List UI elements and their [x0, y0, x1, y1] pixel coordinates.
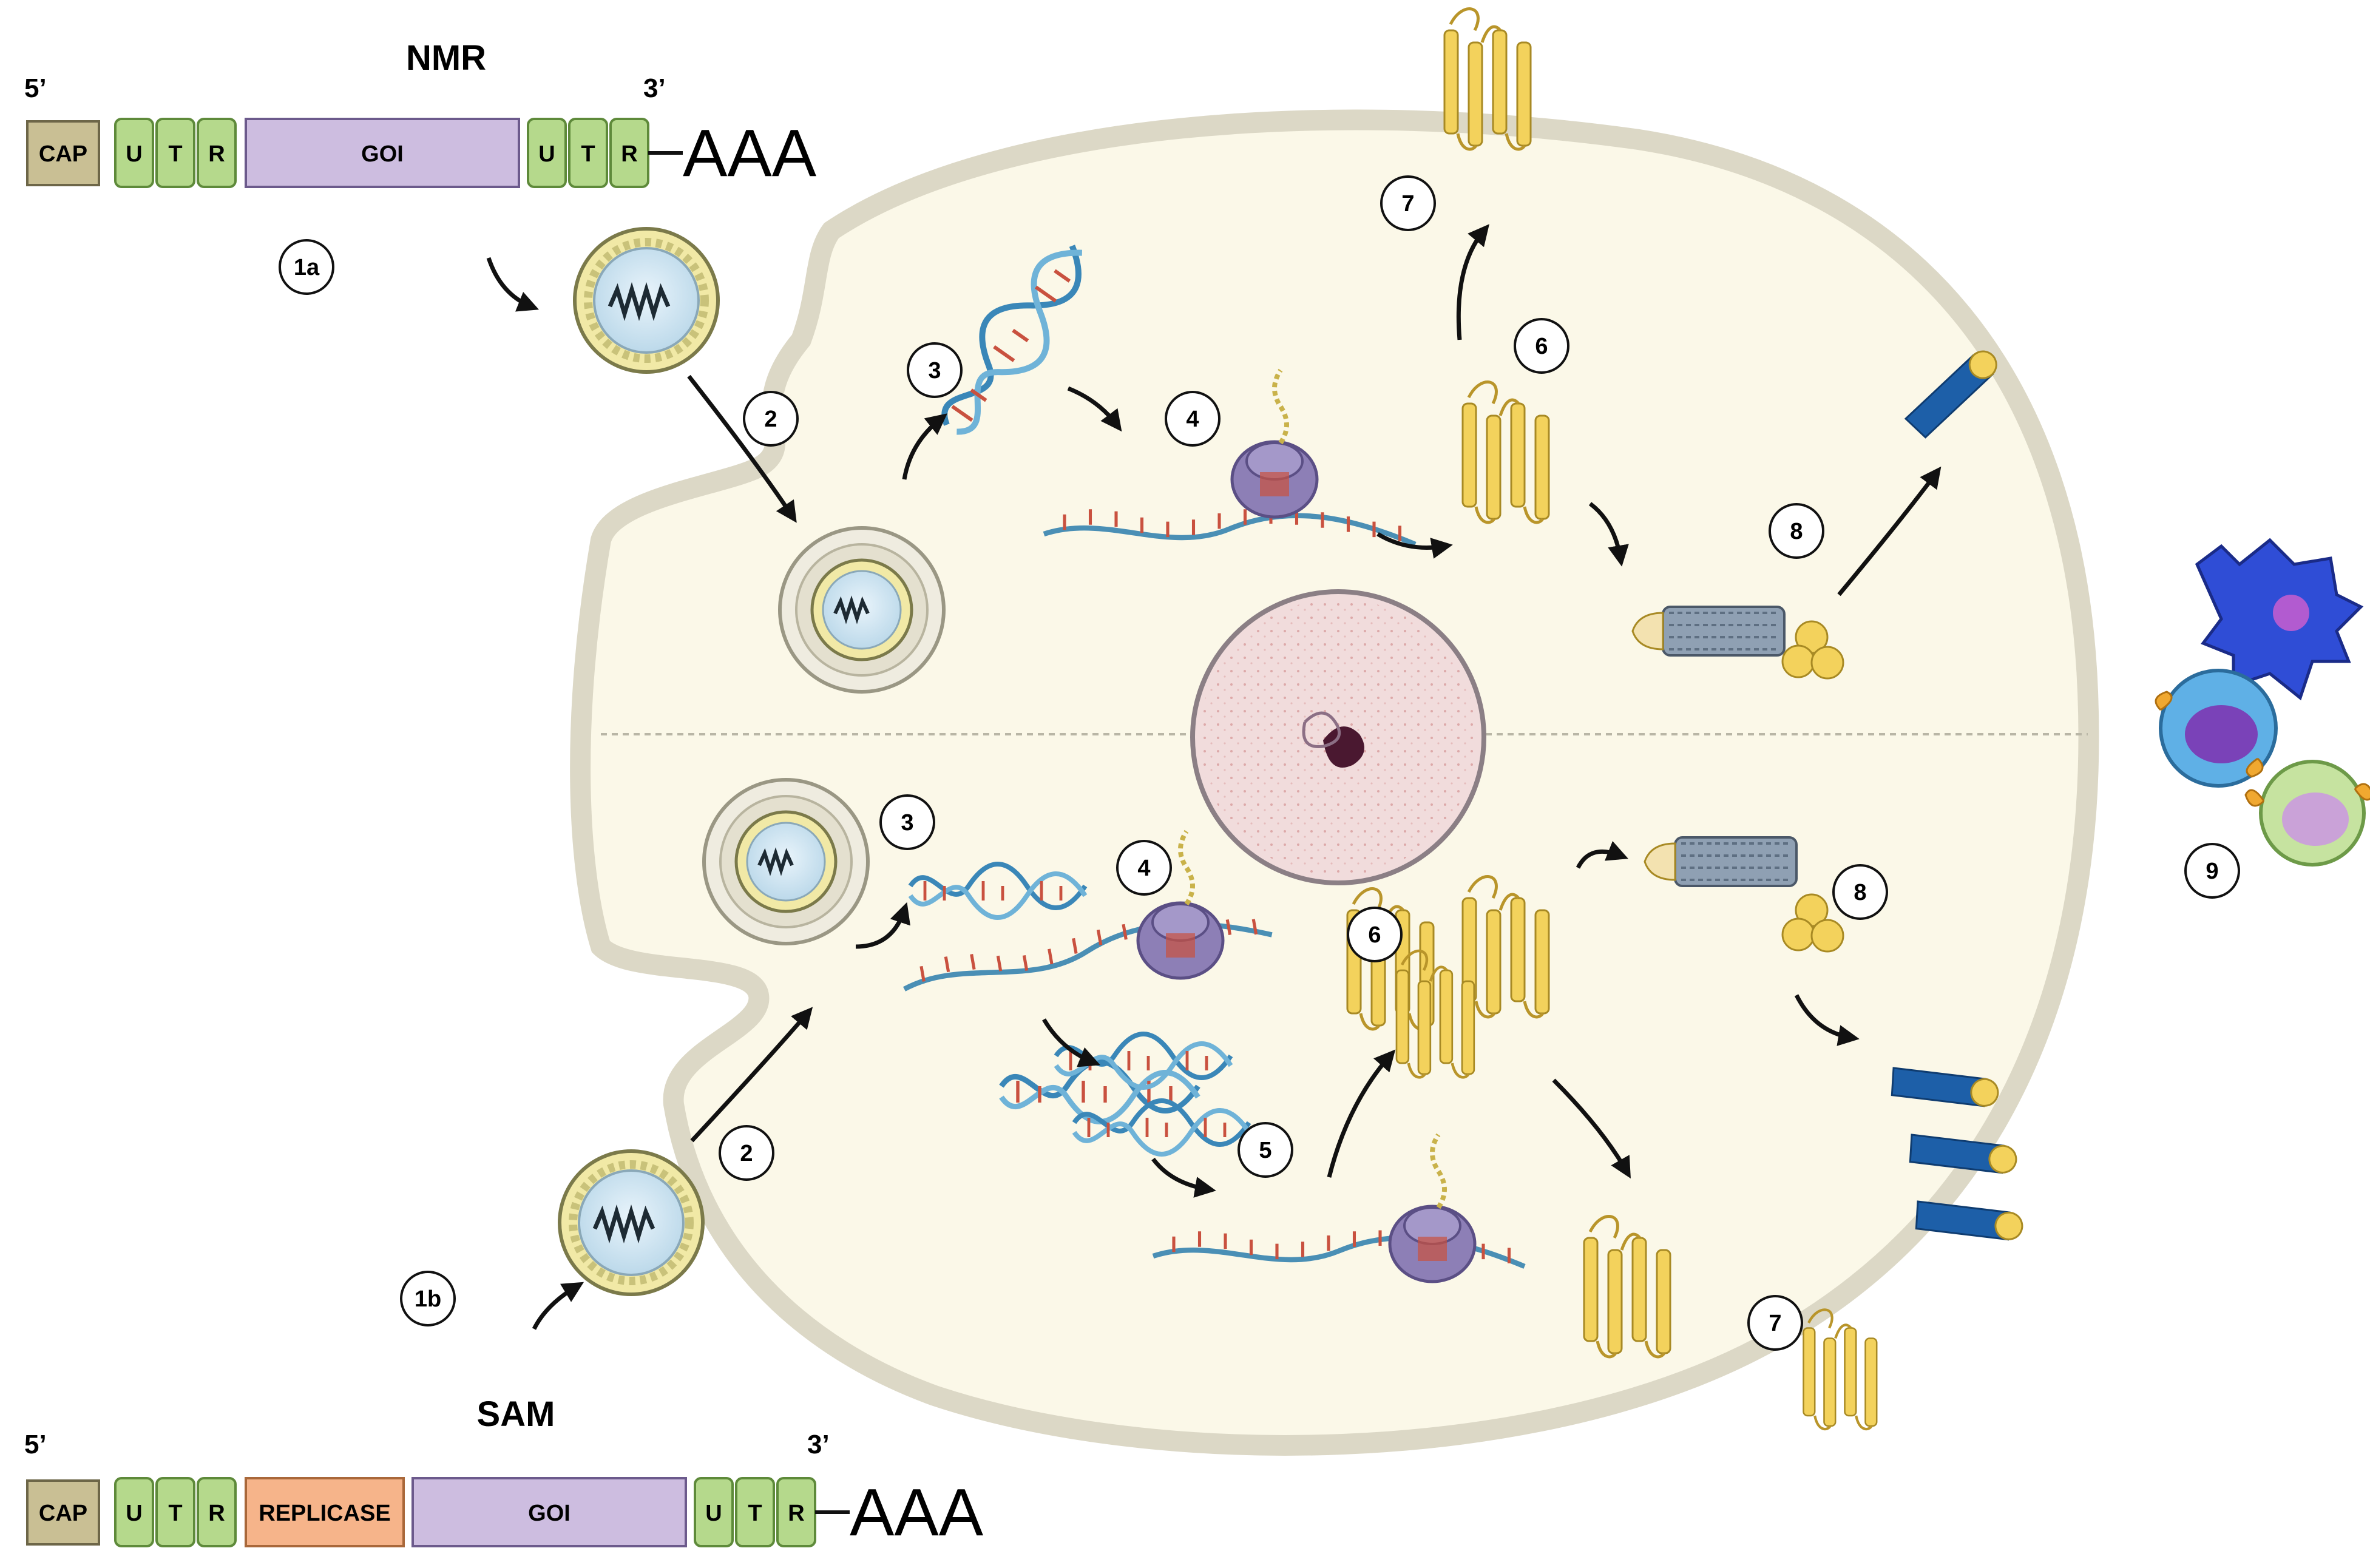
sam-utr5-u-label: U — [126, 1501, 142, 1526]
lipid-nanoparticle-top — [575, 229, 718, 372]
step-4-top: 4 — [1186, 407, 1199, 432]
arrow-2-bottom — [690, 1007, 813, 1143]
step-8-bottom: 8 — [1854, 880, 1866, 905]
arrow-replication-to-translation — [1151, 1157, 1216, 1198]
sam-replicase-label: REPLICASE — [259, 1501, 390, 1526]
nmr-utr3-u-label: U — [538, 141, 555, 167]
sam-five-prime: 5’ — [24, 1430, 47, 1459]
endosome-top — [780, 528, 944, 692]
step-3-top: 3 — [928, 358, 941, 384]
nmr-utr5-t-label: T — [168, 141, 182, 167]
arrow-8-bottom — [1794, 994, 1860, 1046]
arrow-3-top — [902, 413, 947, 480]
lipid-nanoparticle-bottom — [560, 1151, 703, 1294]
sam-utr5-r-label: R — [208, 1501, 225, 1526]
sam-utr5-r — [197, 1477, 237, 1547]
nmr-goi-segment — [245, 118, 520, 188]
arrows — [486, 224, 1942, 1330]
step-4-bottom: 4 — [1137, 856, 1150, 881]
nmr-utr3-t — [568, 118, 608, 188]
nmr-utr5-t — [155, 118, 195, 188]
arrow-1a — [486, 257, 539, 312]
endosome-bottom — [704, 780, 868, 944]
arrow-2-top — [687, 374, 797, 523]
sam-utr5-t-label: T — [168, 1501, 182, 1526]
nmr-cap-label: CAP — [39, 141, 87, 167]
nmr-three-prime: 3’ — [643, 73, 666, 103]
sam-utr3-t-label: T — [748, 1501, 762, 1526]
nmr-utr5-u — [114, 118, 154, 188]
sam-title: SAM — [477, 1394, 555, 1434]
sam-construct: SAM 5’ 3’ CAP U T R REPLICASE GOI U T R … — [24, 1394, 984, 1550]
arrow-1b — [532, 1282, 584, 1330]
nmr-utr3-u — [527, 118, 567, 188]
sam-polya: AAA — [850, 1475, 984, 1550]
nmr-polya: AAA — [683, 116, 817, 191]
step-2-bottom: 2 — [740, 1141, 753, 1166]
nmr-utr5-r-label: R — [208, 141, 225, 167]
sam-utr3-u — [694, 1477, 734, 1547]
proteasome-top — [1631, 606, 1786, 657]
arrow-to-replication — [1041, 1018, 1100, 1067]
sam-goi-segment — [411, 1477, 687, 1547]
arrow-6-to-7-bottom — [1552, 1078, 1631, 1179]
nmr-five-prime: 5’ — [24, 73, 47, 103]
step-7-bottom: 7 — [1769, 1311, 1781, 1336]
step-8-top: 8 — [1790, 519, 1803, 544]
sam-cap-segment — [26, 1479, 100, 1546]
nmr-utr3-r-label: R — [621, 141, 637, 167]
nmr-goi-label: GOI — [361, 141, 404, 167]
arrow-3-bottom — [855, 902, 910, 949]
nmr-cap-segment — [26, 120, 100, 186]
nmr-construct: NMR 5’ 3’ CAP U T R GOI U T R AAA — [24, 38, 817, 191]
step-1a: 1a — [294, 255, 320, 280]
sam-cap-label: CAP — [39, 1501, 87, 1526]
proteasome-bottom — [1644, 836, 1798, 887]
step-6-bottom: 6 — [1368, 922, 1381, 948]
nmr-title: NMR — [406, 38, 486, 78]
step-9: 9 — [2206, 859, 2218, 884]
arrow-to-translation-top — [1067, 386, 1122, 432]
arrow-6-to-7-top — [1456, 224, 1489, 340]
sam-utr3-t — [735, 1477, 775, 1547]
step-labels: 1a 1b 2 2 3 3 4 4 5 6 6 7 7 8 8 9 — [279, 175, 2240, 1351]
step-6-top: 6 — [1535, 334, 1548, 359]
sam-goi-label: GOI — [528, 1501, 570, 1526]
sam-three-prime: 3’ — [807, 1430, 830, 1459]
nucleolus — [1323, 726, 1364, 768]
step-5: 5 — [1259, 1138, 1271, 1163]
sam-replicase-segment — [245, 1477, 405, 1547]
arrow-to-protein-top — [1376, 532, 1453, 559]
sam-utr5-t — [155, 1477, 195, 1547]
arrow-5-to-6 — [1327, 1049, 1396, 1178]
nmr-utr3-t-label: T — [581, 141, 595, 167]
immune-cells — [2155, 538, 2370, 867]
step-7-top: 7 — [1401, 191, 1414, 217]
step-2-top: 2 — [764, 407, 777, 432]
arrow-8-top — [1837, 466, 1942, 596]
arrow-to-proteasome-bottom — [1576, 840, 1629, 869]
nuclear-dna — [1302, 711, 1341, 748]
step-3-bottom: 3 — [901, 810, 913, 836]
nmr-utr5-r — [197, 118, 237, 188]
step-1b: 1b — [415, 1286, 441, 1312]
sam-utr5-u — [114, 1477, 154, 1547]
secreted-protein-bottom-2 — [1804, 1309, 1877, 1429]
nmr-utr5-u-label: U — [126, 141, 142, 167]
sam-utr3-u-label: U — [705, 1501, 722, 1526]
sam-utr3-r-label: R — [788, 1501, 804, 1526]
arrow-to-proteasome-top — [1588, 502, 1629, 567]
